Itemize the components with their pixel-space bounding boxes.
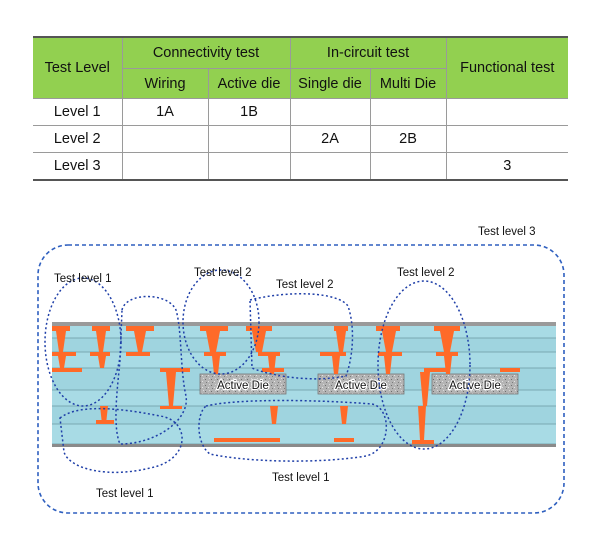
cell-multi-die xyxy=(369,152,447,181)
cell-level: Level 2 xyxy=(33,125,123,153)
header-single-die: Single die xyxy=(289,68,371,99)
loop-test-level-1-bottom-left xyxy=(59,407,183,474)
label-test-level-2-a: Test level 2 xyxy=(194,267,252,279)
cell-single-die xyxy=(289,98,371,126)
label-test-level-1-top: Test level 1 xyxy=(54,273,112,285)
cell-functional xyxy=(445,125,569,153)
header-test-level: Test Level xyxy=(33,36,123,99)
svg-text:Active Die: Active Die xyxy=(449,380,501,392)
cell-level: Level 3 xyxy=(33,152,123,181)
test-level-3-boundary xyxy=(37,244,565,514)
header-active-die: Active die xyxy=(207,68,291,99)
svg-text:Active Die: Active Die xyxy=(335,380,387,392)
header-wiring: Wiring xyxy=(122,68,209,99)
label-test-level-1-bottom-mid: Test level 1 xyxy=(272,472,330,484)
vias-and-traces xyxy=(52,326,520,444)
loop-test-level-2-c xyxy=(377,280,471,450)
header-multi-die: Multi Die xyxy=(369,68,447,99)
cell-active-die xyxy=(207,125,291,153)
header-in-circuit-test: In-circuit test xyxy=(289,36,447,69)
cell-single-die: 2A xyxy=(289,125,371,153)
label-test-level-1-bottom-left: Test level 1 xyxy=(96,488,154,500)
cell-functional xyxy=(445,98,569,126)
active-die-1: Active Die xyxy=(199,373,287,395)
header-connectivity-test: Connectivity test xyxy=(121,36,291,69)
cell-wiring: 1A xyxy=(121,98,209,126)
cell-single-die xyxy=(289,152,371,181)
cell-functional: 3 xyxy=(445,152,569,181)
test-level-table: Test Level Connectivity test In-circuit … xyxy=(33,36,569,181)
cell-active-die xyxy=(207,152,291,181)
svg-text:Active Die: Active Die xyxy=(217,380,269,392)
loop-test-level-2-b xyxy=(249,293,354,380)
header-functional-test: Functional test xyxy=(445,36,569,99)
cell-wiring xyxy=(121,152,209,181)
label-test-level-3: Test level 3 xyxy=(478,226,536,238)
table-row: Level 3 3 xyxy=(33,152,569,181)
loop-test-level-1-a xyxy=(115,295,187,445)
active-die-2: Active Die xyxy=(317,373,405,395)
label-test-level-2-c: Test level 2 xyxy=(397,267,455,279)
table-row: Level 1 1A 1B xyxy=(33,98,569,126)
cell-multi-die: 2B xyxy=(369,125,447,153)
loop-test-level-1-bottom-mid xyxy=(198,399,387,462)
cell-active-die: 1B xyxy=(207,98,291,126)
active-die-3: Active Die xyxy=(431,373,519,395)
test-level-loops xyxy=(44,269,471,474)
cell-level: Level 1 xyxy=(33,98,123,126)
cell-multi-die xyxy=(369,98,447,126)
test-level-diagram: Active Die Active Die Active Die xyxy=(37,226,565,514)
label-test-level-2-b: Test level 2 xyxy=(276,279,334,291)
table-row: Level 2 2A 2B xyxy=(33,125,569,153)
loop-test-level-2-a xyxy=(182,269,260,375)
cell-wiring xyxy=(121,125,209,153)
